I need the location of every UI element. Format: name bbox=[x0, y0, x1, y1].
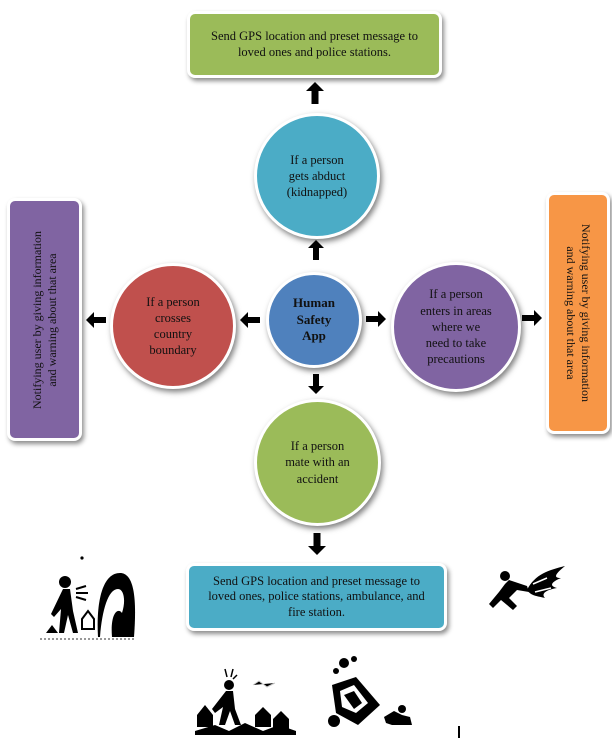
outcome-box-left: Notifying user by giving information and… bbox=[7, 198, 82, 441]
outcome-box-top: Send GPS location and preset message to … bbox=[187, 11, 442, 78]
arrow-down-to-bottom-node bbox=[308, 374, 324, 394]
node-bottom: If a person mate with an accident bbox=[254, 399, 381, 526]
node-top: If a person gets abduct (kidnapped) bbox=[254, 113, 380, 239]
arrow-right-to-right-node bbox=[366, 311, 386, 327]
outcome-right-line1: Notifying user by giving information bbox=[579, 224, 593, 402]
outcome-bottom-text: Send GPS location and preset message to … bbox=[208, 573, 425, 619]
node-right-label: If a person enters in areas where we nee… bbox=[420, 287, 492, 367]
fire-icon bbox=[489, 566, 565, 610]
outcome-left-line2: and warning about that area bbox=[44, 252, 59, 387]
outcome-left-line1: Notifying user by giving information bbox=[29, 230, 44, 409]
node-left: If a person crosses country boundary bbox=[110, 263, 236, 389]
outcome-right-line2: and warning about that area bbox=[564, 246, 578, 380]
node-bottom-label: If a person mate with an accident bbox=[285, 439, 350, 486]
outcome-right-text: Notifying user by giving information and… bbox=[563, 224, 593, 402]
node-left-label: If a person crosses country boundary bbox=[146, 294, 200, 358]
tsunami-icon bbox=[40, 556, 136, 640]
outcome-left-text: Notifying user by giving information and… bbox=[30, 231, 60, 409]
center-label: Human Safety App bbox=[293, 294, 335, 344]
outcome-box-bottom: Send GPS location and preset message to … bbox=[186, 563, 447, 631]
small-mark bbox=[458, 726, 460, 738]
node-top-label: If a person gets abduct (kidnapped) bbox=[286, 152, 348, 200]
outcome-top-text: Send GPS location and preset message to … bbox=[211, 28, 418, 59]
outcome-box-right: Notifying user by giving information and… bbox=[546, 192, 610, 434]
arrow-down-to-outcome bbox=[308, 533, 326, 555]
node-right: If a person enters in areas where we nee… bbox=[391, 262, 521, 392]
earthquake-icon bbox=[195, 668, 296, 735]
arrow-left-to-left-node bbox=[240, 312, 260, 328]
car-crash-icon bbox=[328, 656, 412, 727]
arrow-up-to-outcome bbox=[306, 82, 324, 104]
arrow-left-to-outcome bbox=[86, 312, 106, 328]
arrow-right-to-outcome bbox=[522, 310, 542, 326]
node-center: Human Safety App bbox=[266, 272, 362, 368]
arrow-up-to-top-node bbox=[308, 240, 324, 260]
